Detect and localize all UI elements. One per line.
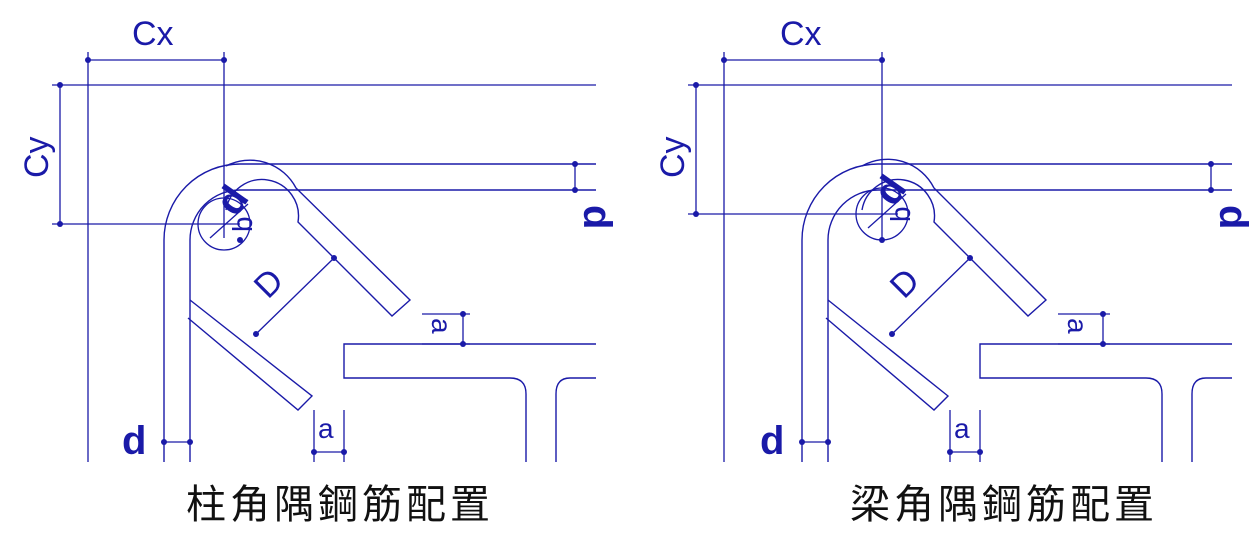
cx-label-right: Cx — [780, 15, 822, 53]
bend-b-label-right: b — [885, 206, 916, 222]
bar-diameter-label-right: d — [865, 168, 915, 213]
d-bottom-label: d — [122, 419, 146, 463]
bend-circle — [197, 197, 251, 251]
cy-label-right: Cy — [654, 136, 692, 178]
diagonal-bar-lower — [187, 299, 314, 411]
d-dimension-line — [255, 257, 335, 335]
d-right-label: d — [575, 205, 619, 229]
cy-label: Cy — [18, 136, 56, 178]
column-corner-diagram: Cx Cy d b D d d — [18, 15, 619, 463]
cx-label: Cx — [132, 15, 174, 53]
d-label: D — [247, 261, 291, 305]
adjacent-member-outline — [343, 343, 596, 462]
bar-diameter-label: d — [207, 178, 257, 223]
d-right-label-right: d — [1211, 205, 1255, 229]
column-corner-caption: 柱角隅鋼筋配置 — [186, 482, 494, 528]
diagonal-bar-upper — [225, 159, 412, 317]
a-bottom-label: a — [318, 413, 334, 444]
d-label-right: D — [883, 261, 927, 305]
bend-b-label: b — [227, 216, 258, 232]
adjacent-member-outline-right — [555, 377, 596, 462]
beam-corner-caption: 梁角隅鋼筋配置 — [850, 482, 1158, 528]
a-right-label-right: a — [1062, 318, 1093, 334]
rebar-inner-edge — [189, 189, 596, 462]
d-bottom-label-right: d — [760, 419, 784, 463]
beam-corner-diagram: Cx Cy d b D d d a — [654, 15, 1255, 463]
a-right-label: a — [426, 318, 457, 334]
a-bottom-label-right: a — [954, 413, 970, 444]
